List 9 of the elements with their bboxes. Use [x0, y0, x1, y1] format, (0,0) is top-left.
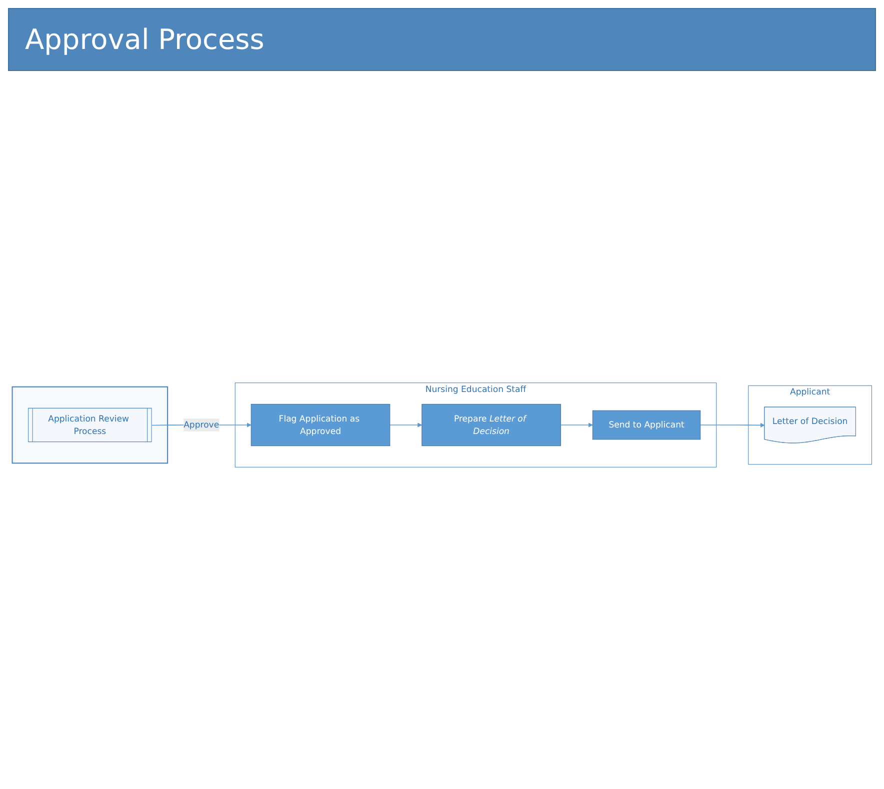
node-box: Flag Application as Approved — [250, 404, 390, 446]
cluster — [12, 386, 168, 464]
edge-label: Approve — [184, 420, 220, 430]
arrow — [700, 422, 765, 428]
node-box: Prepare Letter of Decision — [422, 404, 561, 446]
diagram-title: Approval Process — [8, 8, 876, 71]
node-box: Send to Applicant — [592, 410, 701, 440]
arrow — [560, 422, 593, 428]
arrow — [390, 422, 422, 428]
